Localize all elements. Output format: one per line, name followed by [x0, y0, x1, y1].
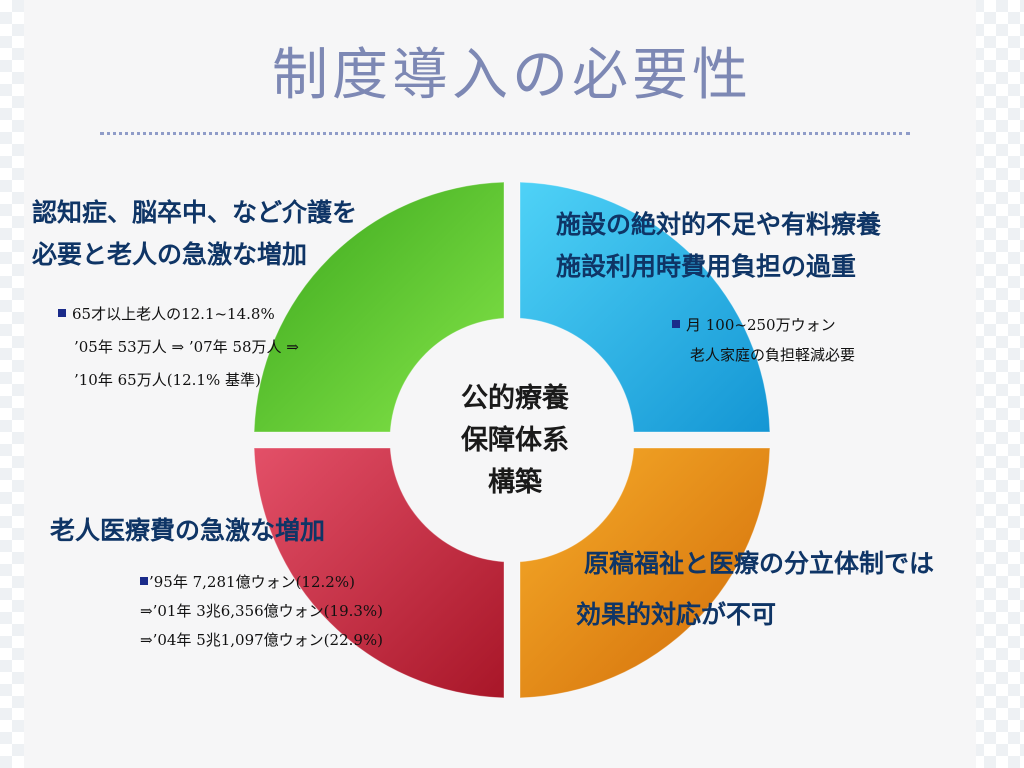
bottom-left-body-line-2: ⇒’01年 3兆6,356億ウォン(19.3%) [140, 602, 384, 620]
center-line-3: 構築 [488, 467, 542, 498]
bullet-icon [58, 309, 66, 317]
top-left-body-line-2: ’05年 53万人 ⇒ ’07年 58万人 ⇒ [74, 338, 299, 356]
bottom-right-heading-line-1: 原稿福祉と医療の分立体制では [584, 549, 935, 578]
top-left-body-line-3: ’10年 65万人(12.1% 基準) [74, 371, 261, 389]
top-left-heading: 認知症、脳卒中、など介護を 必要と老人の急激な増加 [32, 192, 357, 276]
top-left-body: 65才以上老人の12.1~14.8% ’05年 53万人 ⇒ ’07年 58万人… [58, 298, 299, 397]
bullet-icon [672, 320, 680, 328]
segment-top-right-blue [519, 181, 771, 433]
segment-bottom-left-red [253, 447, 505, 699]
bottom-right-heading-line-2: 効果的対応が不可 [576, 600, 777, 629]
slide-title: 制度導入の必要性 [272, 43, 752, 108]
bullet-icon [140, 577, 148, 585]
bottom-left-body-line-1: ’95年 7,281億ウォン(12.2%) [140, 568, 383, 597]
segment-top-left-green [253, 181, 505, 433]
top-left-heading-line-1: 認知症、脳卒中、など介護を [32, 198, 358, 227]
top-right-body: 月 100~250万ウォン 老人家庭の負担軽減必要 [672, 310, 855, 370]
top-left-heading-line-2: 必要と老人の急激な増加 [32, 240, 308, 269]
title-divider [100, 132, 910, 135]
top-right-heading-line-2: 施設利用時費用負担の過重 [556, 252, 857, 281]
bottom-left-heading: 老人医療費の急激な増加 [50, 510, 325, 552]
center-line-1: 公的療養 [461, 383, 569, 414]
segment-bottom-right-orange [519, 447, 771, 699]
bottom-left-body: ’95年 7,281億ウォン(12.2%) ⇒’01年 3兆6,356億ウォン(… [140, 568, 383, 655]
bottom-left-heading-line-1: 老人医療費の急激な増加 [50, 516, 326, 545]
top-left-body-line-1: 65才以上老人の12.1~14.8% [58, 298, 299, 331]
bottom-left-body-line-3: ⇒’04年 5兆1,097億ウォン(22.9%) [140, 631, 384, 649]
center-label: 公的療養 保障体系 構築 [430, 378, 600, 504]
top-right-heading-line-1: 施設の絶対的不足や有料療養 [556, 210, 882, 239]
top-right-heading: 施設の絶対的不足や有料療養 施設利用時費用負担の過重 [556, 204, 881, 288]
top-right-body-line-1: 月 100~250万ウォン [672, 310, 855, 340]
top-right-body-line-2: 老人家庭の負担軽減必要 [690, 346, 856, 364]
center-line-2: 保障体系 [461, 425, 569, 456]
